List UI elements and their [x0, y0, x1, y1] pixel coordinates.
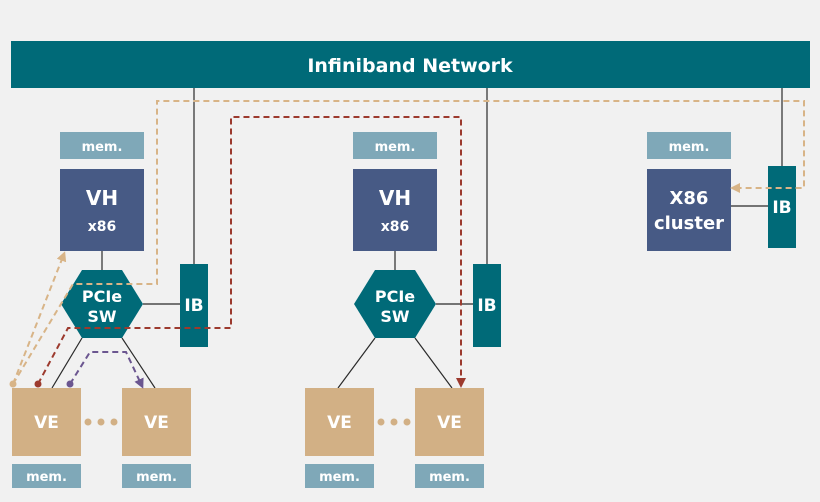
- svg-text:VE: VE: [34, 413, 59, 433]
- x86-cluster-block: X86 cluster: [647, 169, 731, 251]
- svg-text:IB: IB: [477, 296, 496, 316]
- mem-block-vh-middle: mem.: [353, 132, 437, 159]
- mem-block-x86: mem.: [647, 132, 731, 159]
- vh-subtitle: x86: [88, 219, 117, 235]
- x86-title: X86: [670, 188, 709, 209]
- ve-ellipsis-middle: [377, 418, 411, 426]
- vh-block-left: VH x86: [60, 169, 144, 251]
- svg-text:mem.: mem.: [26, 470, 67, 485]
- ve-block-left-1: VE: [12, 388, 81, 456]
- svg-text:VE: VE: [437, 413, 462, 433]
- ve-block-left-2: VE: [122, 388, 191, 456]
- wires: [51, 88, 783, 389]
- ve-ellipsis-left: [84, 418, 118, 426]
- path-ve-to-ve-local: [69, 351, 144, 389]
- path-ve-to-x86-cluster: [12, 100, 805, 385]
- svg-text:IB: IB: [772, 198, 791, 218]
- svg-text:PCIe: PCIe: [375, 287, 415, 306]
- path-ve-to-remote-ve: [37, 116, 466, 388]
- svg-text:IB: IB: [184, 296, 203, 316]
- wire-pcie-ve1-left: [51, 337, 83, 389]
- wire-pcie-ve2-middle: [414, 337, 453, 389]
- path-origin-red: [34, 380, 42, 388]
- vh-subtitle: x86: [381, 219, 410, 235]
- data-paths: [12, 100, 805, 389]
- svg-text:SW: SW: [380, 307, 410, 326]
- path-origin-tan: [9, 380, 17, 388]
- svg-text:mem.: mem.: [429, 470, 470, 485]
- ve-block-middle-2: VE: [415, 388, 484, 456]
- pcie-switch-left: PCIe SW: [61, 270, 143, 338]
- network-label: Infiniband Network: [307, 55, 513, 77]
- path-ve-to-vh: [12, 251, 67, 385]
- ib-block-right: IB: [768, 166, 796, 248]
- wire-pcie-ve2-left: [121, 337, 156, 389]
- mem-block-ve-left-2: mem.: [122, 464, 191, 488]
- svg-text:SW: SW: [87, 307, 117, 326]
- vh-title: VH: [86, 186, 118, 210]
- infiniband-network: Infiniband Network: [11, 41, 810, 88]
- svg-text:VE: VE: [327, 413, 352, 433]
- network-bar: [11, 41, 810, 88]
- svg-text:mem.: mem.: [136, 470, 177, 485]
- mem-block-vh-left: mem.: [60, 132, 144, 159]
- pcie-switch-middle: PCIe SW: [354, 270, 436, 338]
- ve-block-middle-1: VE: [305, 388, 374, 456]
- svg-text:mem.: mem.: [82, 140, 123, 155]
- mem-block-ve-middle-1: mem.: [305, 464, 374, 488]
- vh-block-middle: VH x86: [353, 169, 437, 251]
- ib-block-middle: IB: [473, 264, 501, 347]
- x86-subtitle: cluster: [654, 213, 724, 234]
- vh-title: VH: [379, 186, 411, 210]
- svg-text:mem.: mem.: [669, 140, 710, 155]
- mem-block-ve-middle-2: mem.: [415, 464, 484, 488]
- svg-text:mem.: mem.: [319, 470, 360, 485]
- ib-block-left: IB: [180, 264, 208, 347]
- path-origin-purple: [66, 380, 74, 388]
- svg-text:PCIe: PCIe: [82, 287, 122, 306]
- mem-block-ve-left-1: mem.: [12, 464, 81, 488]
- svg-text:mem.: mem.: [375, 140, 416, 155]
- wire-pcie-ve1-middle: [337, 337, 376, 389]
- svg-text:VE: VE: [144, 413, 169, 433]
